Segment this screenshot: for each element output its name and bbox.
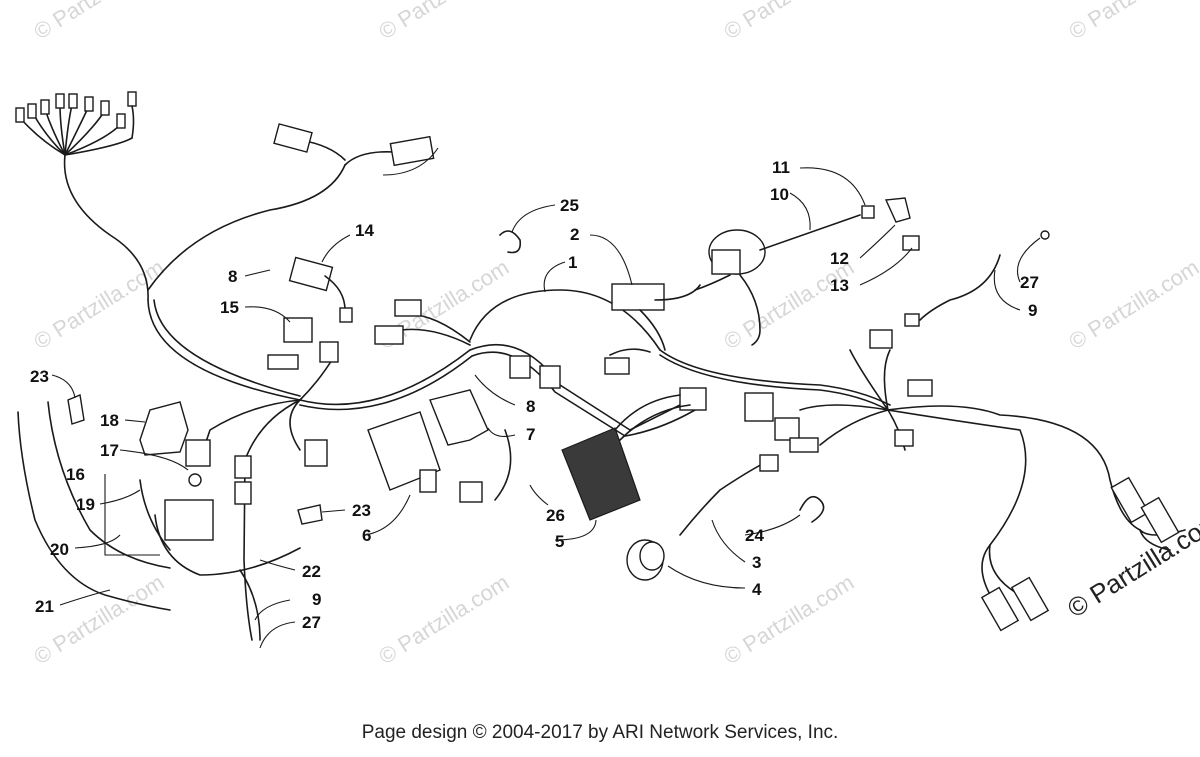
- relay-cover: [139, 401, 189, 456]
- terminal: [904, 313, 920, 327]
- watermark: © Partzilla.com: [374, 0, 513, 44]
- battery-cable: [47, 401, 171, 569]
- bracket: [429, 389, 489, 446]
- terminal-fan: [15, 91, 137, 156]
- callout-14: 14: [355, 221, 374, 240]
- callout-25: 25: [560, 196, 579, 215]
- watermark: © Partzilla.com: [1064, 254, 1200, 354]
- callout-5: 5: [555, 532, 564, 551]
- callout-13: 13: [830, 276, 849, 295]
- watermark: © Partzilla.com: [1064, 0, 1200, 44]
- watermark: © Partzilla.com: [374, 569, 513, 669]
- lead-wire: [919, 254, 1001, 321]
- watermark: © Partzilla.com: [29, 0, 168, 44]
- callout-22: 22: [302, 562, 321, 581]
- callout-4: 4: [752, 580, 762, 599]
- callout-18: 18: [100, 411, 119, 430]
- callout-12: 12: [830, 249, 849, 268]
- callout-6: 6: [362, 526, 371, 545]
- relay-base: [164, 499, 214, 541]
- callout-10: 10: [770, 185, 789, 204]
- callout-3: 3: [752, 553, 761, 572]
- cable-clip: [499, 230, 522, 254]
- callout-7: 7: [526, 425, 535, 444]
- relay: [283, 317, 313, 343]
- fuse-wire: [139, 479, 171, 551]
- ground-wire: [17, 411, 171, 611]
- sensor-plate: [288, 256, 353, 323]
- callout-20: 20: [50, 540, 69, 559]
- fuse: [188, 473, 202, 487]
- connector: [759, 454, 779, 472]
- callout-17: 17: [100, 441, 119, 460]
- callout-23-secondary: 23: [352, 501, 371, 520]
- watermark: © Partzilla.com: [29, 569, 168, 669]
- leader-lines: [51, 167, 1041, 649]
- watermark: © Partzilla.com: [719, 0, 858, 44]
- callout-16: 16: [66, 465, 85, 484]
- callout-8: 8: [228, 267, 237, 286]
- callout-2: 2: [570, 225, 579, 244]
- callout-27: 27: [1020, 273, 1039, 292]
- callout-9: 9: [1028, 301, 1037, 320]
- spark-plug-cap: [67, 394, 85, 425]
- cable-clip: [799, 495, 825, 523]
- callout-19: 19: [76, 495, 95, 514]
- page-footer: Page design © 2004-2017 by ARI Network S…: [361, 722, 839, 743]
- callout-24: 24: [745, 526, 764, 545]
- terminal: [1040, 230, 1050, 240]
- callout-8-secondary: 8: [526, 397, 535, 416]
- callout-labels: 1 2 3 4 5 6 7 8 8 9 9 10 11 12 13 14 15 …: [30, 158, 1039, 632]
- switch-knob: [626, 539, 665, 581]
- callout-9-secondary: 9: [312, 590, 321, 609]
- cdi-box: [367, 411, 441, 493]
- callout-21: 21: [35, 597, 54, 616]
- callout-11: 11: [772, 158, 790, 177]
- callout-1: 1: [568, 253, 577, 272]
- callout-27-secondary: 27: [302, 613, 321, 632]
- watermark: © Partzilla.com: [719, 569, 858, 669]
- lead-wire: [239, 569, 261, 641]
- callout-23: 23: [30, 367, 49, 386]
- watermark-layer: © Partzilla.com © Partzilla.com © Partzi…: [29, 0, 1200, 669]
- callout-15: 15: [220, 298, 239, 317]
- lead-wire: [154, 514, 301, 576]
- wiring-harness: [15, 91, 1186, 641]
- spark-plug-cap: [297, 504, 323, 525]
- callout-26: 26: [546, 506, 565, 525]
- ignition-coil: [694, 197, 920, 346]
- voltage-regulator: [561, 394, 691, 521]
